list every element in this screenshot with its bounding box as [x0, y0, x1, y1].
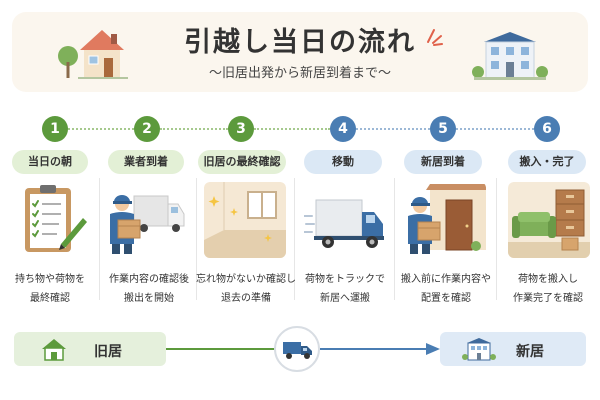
step-desc-6: 荷物を搬入し 作業完了を確認	[513, 274, 583, 304]
step-number-4: 4	[330, 116, 356, 142]
clipboard-checklist-icon	[25, 185, 87, 252]
step-label-6: 搬入・完了	[508, 150, 586, 174]
empty-room-icon	[204, 182, 286, 258]
old-house-icon	[58, 30, 128, 79]
step-number-5: 5	[430, 116, 456, 142]
journey-line-green	[166, 348, 276, 350]
step-number-2: 2	[134, 116, 160, 142]
old-home-label: 旧居	[94, 344, 122, 360]
step-label-5: 新居到着	[404, 150, 482, 174]
step-connector	[68, 128, 134, 130]
old-home-bar: 旧居	[14, 332, 166, 366]
new-house-icon	[472, 32, 548, 80]
column-divider	[196, 178, 197, 300]
step-desc-4: 荷物をトラックで 新居へ運搬	[305, 274, 385, 304]
step-desc-1: 持ち物や荷物を 最終確認	[15, 274, 85, 304]
home-icon	[42, 339, 66, 361]
column-divider	[496, 178, 497, 300]
journey-line-blue	[320, 348, 430, 350]
truck-badge	[274, 326, 320, 372]
arrow-right-icon	[426, 343, 440, 355]
step-connector	[254, 128, 330, 130]
page-subtitle: 〜旧居出発から新居到着まで〜	[208, 66, 391, 81]
furnished-room-icon	[508, 182, 590, 258]
step-number-6: 6	[534, 116, 560, 142]
step-desc-2: 作業内容の確認後 搬出を開始	[109, 274, 189, 304]
step-desc-5: 搬入前に作業内容や 配置を確認	[401, 274, 491, 304]
step-label-2: 業者到着	[108, 150, 184, 174]
apartment-icon	[462, 338, 496, 361]
mover-with-truck-icon	[110, 195, 185, 254]
step-number-3: 3	[228, 116, 254, 142]
step-number-1: 1	[42, 116, 68, 142]
step-label-3: 旧居の最終確認	[198, 150, 286, 174]
page-title: 引越し当日の流れ	[184, 27, 416, 58]
step-connector	[456, 128, 534, 130]
step-label-4: 移動	[304, 150, 382, 174]
column-divider	[394, 178, 395, 300]
step-connector	[160, 128, 228, 130]
sparkle-lines-icon	[427, 29, 443, 46]
step-connector	[356, 128, 430, 130]
step-desc-3: 忘れ物がないか確認し 退去の準備	[196, 274, 296, 304]
new-home-bar: 新居	[440, 332, 586, 366]
step-label-1: 当日の朝	[12, 150, 88, 174]
new-home-label: 新居	[516, 344, 544, 360]
mover-at-door-icon	[408, 184, 486, 254]
column-divider	[99, 178, 100, 300]
moving-truck-icon	[304, 199, 384, 248]
column-divider	[294, 178, 295, 300]
truck-icon	[283, 342, 312, 359]
